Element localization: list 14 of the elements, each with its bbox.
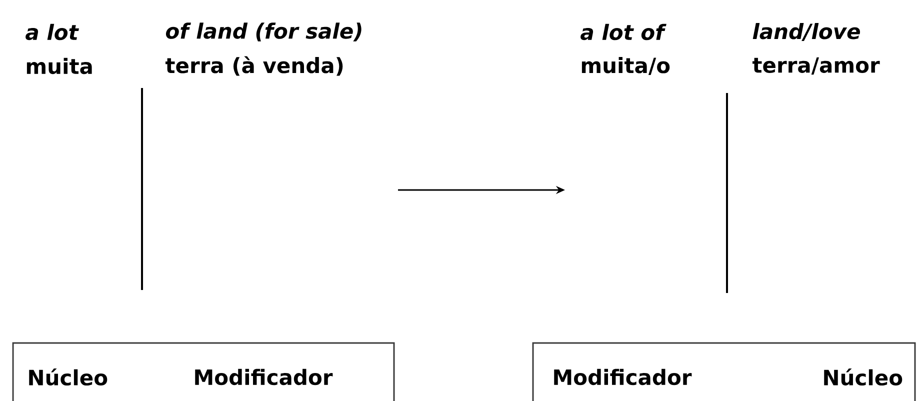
portuguese-word: muita (26, 58, 92, 74)
english-gloss: land/love (752, 23, 860, 41)
label-box (532, 342, 916, 401)
box-label: Modificador (554, 368, 692, 386)
box-label: Núcleo (29, 368, 108, 386)
english-gloss: a lot (26, 24, 79, 40)
box-label: Modificador (195, 368, 333, 386)
english-gloss: of land (for sale) (166, 22, 362, 42)
portuguese-word: terra (à venda) (166, 56, 343, 76)
portuguese-word: muita/o (582, 57, 670, 75)
english-gloss: a lot of (580, 24, 666, 40)
label-box (12, 342, 395, 401)
box-label: Núcleo (824, 368, 902, 386)
portuguese-word: terra/amor (752, 57, 880, 75)
